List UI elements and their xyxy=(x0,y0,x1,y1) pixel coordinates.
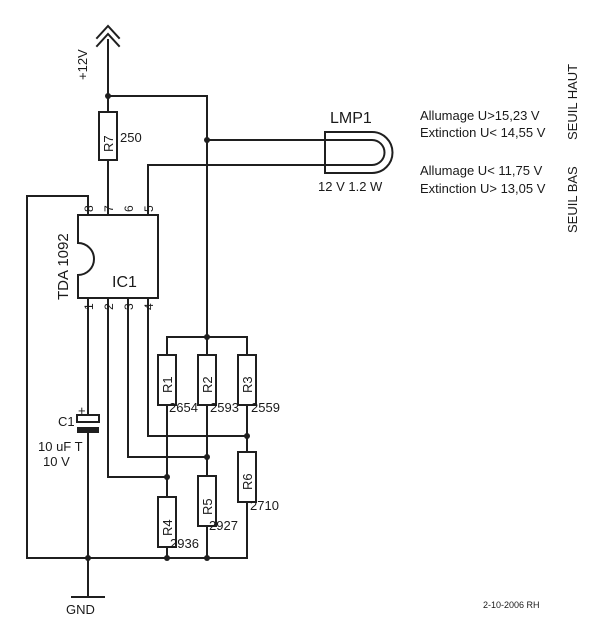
resistor-r7-value: 250 xyxy=(120,130,142,145)
ic-pin-6: 6 xyxy=(122,205,136,212)
resistor-r7-name: R7 xyxy=(101,135,116,152)
vcc-label: +12V xyxy=(75,49,90,80)
wire-pin3 xyxy=(127,297,208,458)
resistor-r2-value: 2593 xyxy=(210,400,239,415)
ic-pin-1: 1 xyxy=(82,303,96,310)
junction-dot xyxy=(204,555,210,561)
wire-pin2 xyxy=(107,297,168,478)
resistor-r7 xyxy=(98,111,118,161)
ic-pin-8: 8 xyxy=(82,205,96,212)
ic-pin-7: 7 xyxy=(102,205,116,212)
resistor-r6-value: 2710 xyxy=(250,498,279,513)
lamp-rating: 12 V 1.2 W xyxy=(318,179,383,194)
resistor-r2 xyxy=(197,354,217,406)
resistor-r3-value: 2559 xyxy=(251,400,280,415)
resistor-r1-name: R1 xyxy=(160,376,175,393)
capacitor-c1-value: 10 uF T xyxy=(38,439,83,454)
threshold-high-on: Allumage U>15,23 V xyxy=(420,108,540,123)
capacitor-c1 xyxy=(76,414,100,433)
threshold-low-label: SEUIL BAS xyxy=(565,166,580,233)
resistor-r4-name: R4 xyxy=(160,519,175,536)
wires xyxy=(26,39,336,598)
resistor-r6-name: R6 xyxy=(240,473,255,490)
wire-pin8-loop xyxy=(26,195,89,559)
gnd-label: GND xyxy=(66,602,95,617)
threshold-low-off: Extinction U> 13,05 V xyxy=(420,181,546,196)
junction-dot xyxy=(204,137,210,143)
wire-pin4 xyxy=(147,297,248,437)
resistor-r5-value: 2927 xyxy=(209,518,238,533)
resistor-r4 xyxy=(157,496,177,548)
junction-dot xyxy=(164,474,170,480)
ic-designator: IC1 xyxy=(112,274,137,291)
junction-dot xyxy=(204,334,210,340)
ic-pin-4: 4 xyxy=(142,303,156,310)
wire-pin5-lamp xyxy=(147,164,336,216)
junction-dot xyxy=(85,555,91,561)
junctions xyxy=(85,93,250,561)
resistor-r6 xyxy=(237,451,257,503)
threshold-high-off: Extinction U< 14,55 V xyxy=(420,125,546,140)
ic-body xyxy=(77,214,159,299)
vcc-arrow-icon xyxy=(95,24,121,48)
junction-dot xyxy=(164,555,170,561)
ic-pin-numbers: 8 7 6 5 1 2 3 4 xyxy=(82,205,156,310)
junction-dot xyxy=(105,93,111,99)
ic-pin-2: 2 xyxy=(102,303,116,310)
capacitor-c1-name: C1 xyxy=(58,414,75,429)
lamp-designator: LMP1 xyxy=(330,110,372,127)
capacitor-c1-polarity: + xyxy=(78,403,86,418)
capacitor-c1-voltage: 10 V xyxy=(43,454,70,469)
resistor-r3 xyxy=(237,354,257,406)
resistor-r5-name: R5 xyxy=(200,498,215,515)
junction-dot xyxy=(204,454,210,460)
resistor-r3-name: R3 xyxy=(240,376,255,393)
ic-pin-5: 5 xyxy=(142,205,156,212)
threshold-low-on: Allumage U< 11,75 V xyxy=(420,163,543,178)
ic-part-number: TDA 1092 xyxy=(55,233,72,300)
resistor-r1-value: 2654 xyxy=(169,400,198,415)
lamp-icon xyxy=(324,131,394,174)
resistor-r2-name: R2 xyxy=(200,376,215,393)
ic-pin-3: 3 xyxy=(122,303,136,310)
resistor-r1 xyxy=(157,354,177,406)
footer-date-initials: 2-10-2006 RH xyxy=(483,600,540,610)
threshold-high-label: SEUIL HAUT xyxy=(565,64,580,140)
threshold-notes: Allumage U>15,23 V Extinction U< 14,55 V… xyxy=(420,64,580,233)
resistor-r5 xyxy=(197,475,217,527)
resistor-r4-value: 2936 xyxy=(170,536,199,551)
junction-dot xyxy=(244,433,250,439)
